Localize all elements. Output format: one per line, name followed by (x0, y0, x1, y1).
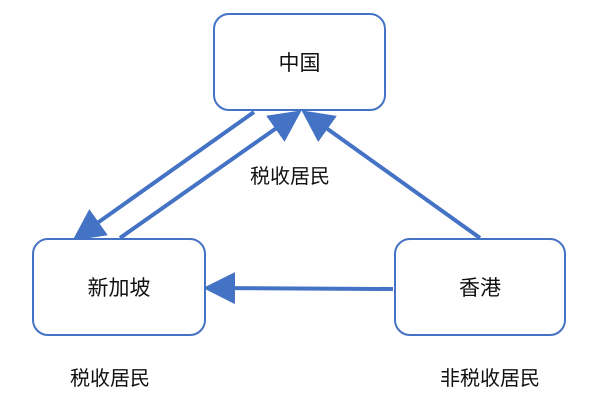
node-hongkong-label: 香港 (459, 276, 501, 300)
node-china: 中国 (213, 13, 386, 111)
arrow-china-to-singapore (72, 110, 256, 241)
arrow-singapore-to-china (118, 110, 302, 240)
singapore-tax-status-label: 税收居民 (70, 366, 150, 390)
node-singapore-label: 新加坡 (87, 276, 151, 300)
china-tax-status-label: 税收居民 (250, 164, 330, 188)
arrow-hongkong-to-china (301, 110, 482, 240)
node-china-label: 中国 (278, 51, 321, 75)
hongkong-tax-status-label: 非税收居民 (440, 366, 540, 390)
node-hongkong: 香港 (394, 238, 566, 336)
node-singapore: 新加坡 (32, 238, 206, 336)
arrow-hongkong-to-singapore (203, 272, 394, 305)
